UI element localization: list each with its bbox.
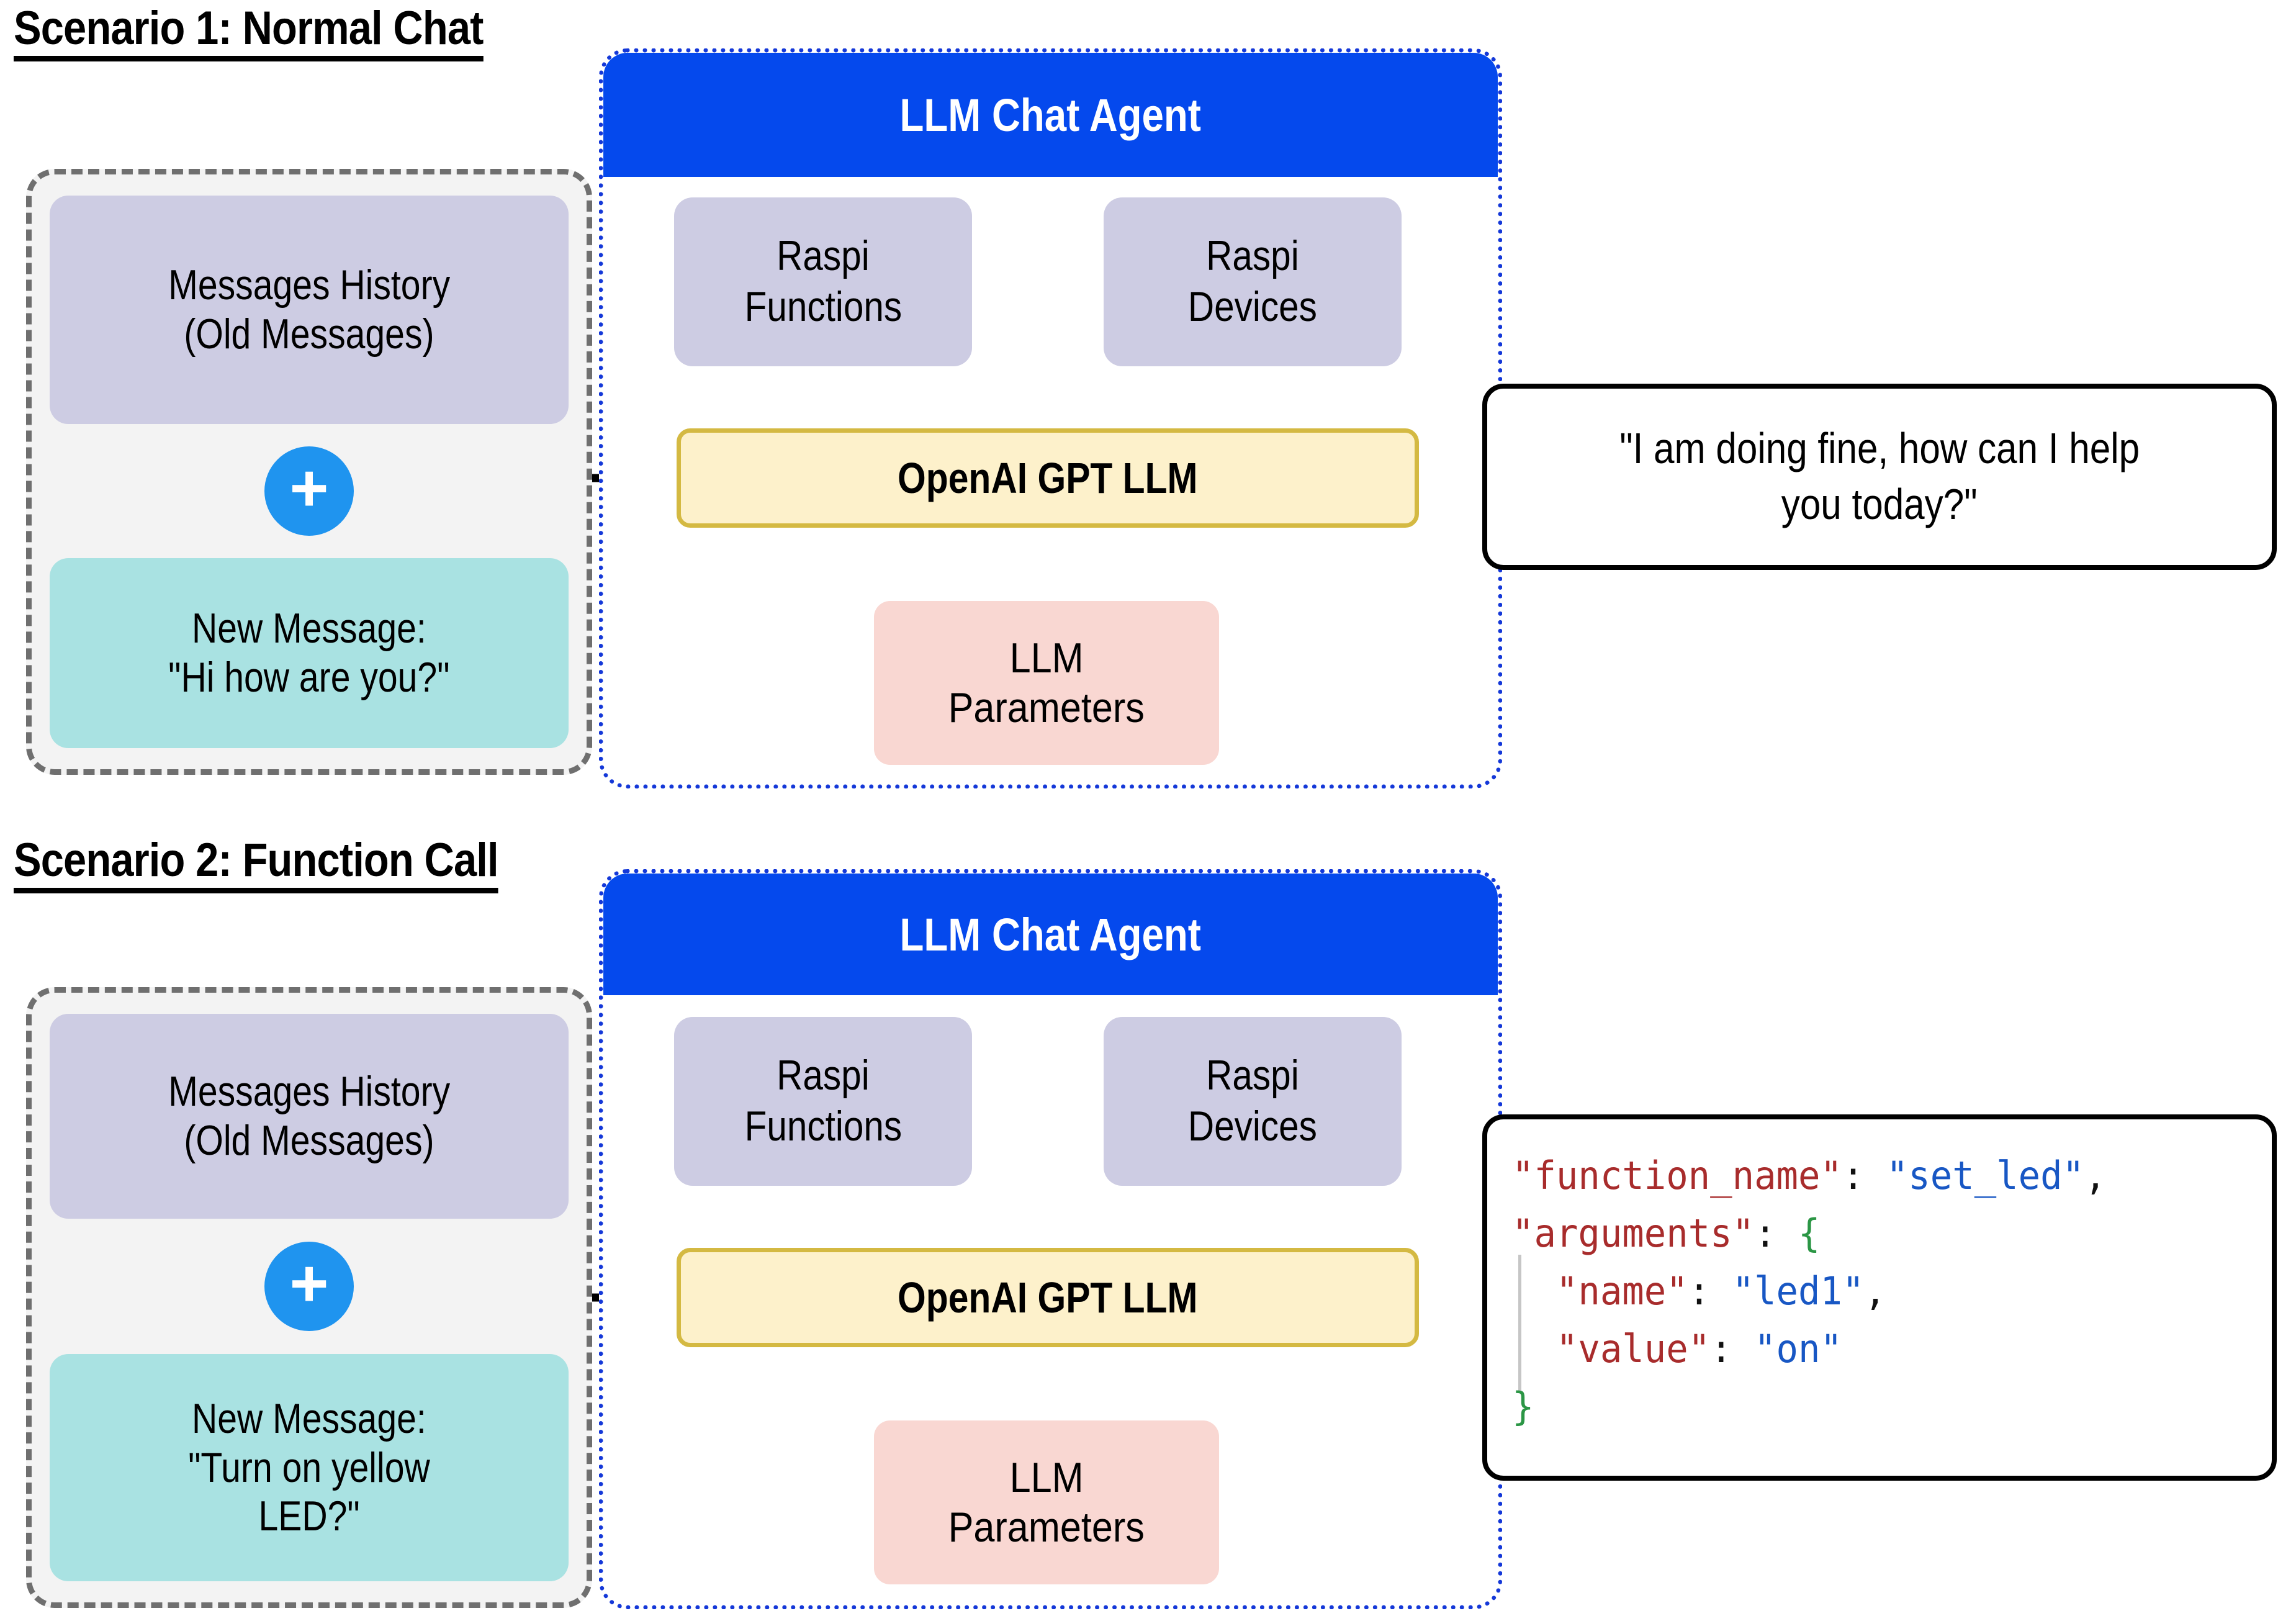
scenario-2-input-group: Messages History (Old Messages) + New Me… bbox=[26, 987, 592, 1608]
scenario-1-title: Scenario 1: Normal Chat bbox=[14, 5, 484, 61]
raspi-functions-line-2: Functions bbox=[744, 1103, 902, 1150]
openai-gpt-llm-box-1: OpenAI GPT LLM bbox=[677, 428, 1419, 528]
code-indent-guide bbox=[1518, 1255, 1521, 1393]
plus-icon: + bbox=[264, 446, 354, 536]
llm-parameters-box-1: LLM Parameters bbox=[874, 601, 1219, 765]
raspi-functions-line-1: Raspi bbox=[777, 232, 870, 280]
code-token: , bbox=[2084, 1153, 2107, 1198]
code-token: "led1" bbox=[1732, 1268, 1865, 1314]
assistant-reply-line-1: "I am doing fine, how can I help bbox=[1619, 424, 2140, 473]
raspi-devices-line-1: Raspi bbox=[1206, 1052, 1299, 1099]
plus-symbol: + bbox=[289, 450, 329, 525]
code-token: "name" bbox=[1555, 1268, 1688, 1314]
messages-history-line-1: Messages History bbox=[168, 261, 450, 309]
assistant-reply-line-2: you today?" bbox=[1781, 480, 1978, 528]
code-line: "arguments": { bbox=[1512, 1204, 2234, 1262]
code-token: "function_name" bbox=[1512, 1153, 1842, 1198]
agent-header-label-2: LLM Chat Agent bbox=[899, 908, 1202, 960]
llm-parameters-box-2: LLM Parameters bbox=[874, 1420, 1219, 1584]
plus-icon: + bbox=[264, 1242, 354, 1331]
new-message-line-3: LED?" bbox=[258, 1492, 360, 1540]
openai-gpt-llm-label-2: OpenAI GPT LLM bbox=[898, 1273, 1198, 1322]
openai-gpt-llm-label-1: OpenAI GPT LLM bbox=[898, 454, 1198, 502]
code-token: { bbox=[1798, 1211, 1821, 1256]
llm-parameters-line-1: LLM bbox=[1009, 1453, 1084, 1501]
llm-parameters-line-1: LLM bbox=[1009, 634, 1084, 682]
code-token: "value" bbox=[1555, 1326, 1711, 1371]
raspi-devices-box-2: Raspi Devices bbox=[1104, 1017, 1402, 1186]
code-token: "on" bbox=[1754, 1326, 1842, 1371]
agent-header-1: LLM Chat Agent bbox=[603, 53, 1498, 177]
agent-header-2: LLM Chat Agent bbox=[603, 874, 1498, 995]
plus-symbol: + bbox=[289, 1245, 329, 1321]
messages-history-box-1: Messages History (Old Messages) bbox=[50, 196, 569, 424]
raspi-functions-line-2: Functions bbox=[744, 283, 902, 330]
code-token: : bbox=[1842, 1153, 1886, 1198]
new-message-line-1: New Message: bbox=[192, 605, 426, 652]
assistant-reply-box-1: "I am doing fine, how can I help you tod… bbox=[1482, 384, 2277, 570]
raspi-devices-line-2: Devices bbox=[1187, 1103, 1317, 1150]
agent-header-label-1: LLM Chat Agent bbox=[899, 89, 1202, 141]
code-line: "name": "led1", bbox=[1512, 1262, 2234, 1320]
llm-parameters-line-2: Parameters bbox=[948, 684, 1145, 731]
code-lines-container: "function_name": "set_led","arguments": … bbox=[1512, 1147, 2272, 1435]
messages-history-box-2: Messages History (Old Messages) bbox=[50, 1014, 569, 1219]
code-line: } bbox=[1512, 1378, 2234, 1435]
raspi-devices-line-1: Raspi bbox=[1206, 232, 1299, 280]
code-token: : bbox=[1688, 1268, 1732, 1314]
code-line: "value": "on" bbox=[1512, 1320, 2234, 1378]
messages-history-line-2: (Old Messages) bbox=[184, 1117, 434, 1164]
openai-gpt-llm-box-2: OpenAI GPT LLM bbox=[677, 1248, 1419, 1347]
messages-history-line-1: Messages History bbox=[168, 1068, 450, 1116]
raspi-devices-line-2: Devices bbox=[1187, 283, 1317, 330]
llm-chat-agent-2: LLM Chat Agent bbox=[599, 869, 1502, 1609]
raspi-functions-box-1: Raspi Functions bbox=[674, 197, 972, 366]
new-message-line-2: "Turn on yellow bbox=[188, 1443, 430, 1491]
scenario-2-title: Scenario 2: Function Call bbox=[14, 837, 499, 893]
code-token: : bbox=[1710, 1326, 1755, 1371]
code-token: "arguments" bbox=[1512, 1211, 1755, 1256]
raspi-functions-line-1: Raspi bbox=[777, 1052, 870, 1099]
code-token: "set_led" bbox=[1886, 1153, 2085, 1198]
code-token: , bbox=[1864, 1268, 1886, 1314]
code-line: "function_name": "set_led", bbox=[1512, 1147, 2234, 1204]
code-token: } bbox=[1512, 1384, 1534, 1429]
new-message-box-1: New Message: "Hi how are you?" bbox=[50, 558, 569, 748]
new-message-line-1: New Message: bbox=[192, 1394, 426, 1442]
new-message-box-2: New Message: "Turn on yellow LED?" bbox=[50, 1354, 569, 1581]
llm-parameters-line-2: Parameters bbox=[948, 1504, 1145, 1551]
messages-history-line-2: (Old Messages) bbox=[184, 310, 434, 358]
function-call-json-box: "function_name": "set_led","arguments": … bbox=[1482, 1114, 2277, 1481]
raspi-functions-box-2: Raspi Functions bbox=[674, 1017, 972, 1186]
code-token: : bbox=[1754, 1211, 1799, 1256]
raspi-devices-box-1: Raspi Devices bbox=[1104, 197, 1402, 366]
scenario-1-input-group: Messages History (Old Messages) + New Me… bbox=[26, 169, 592, 775]
new-message-line-2: "Hi how are you?" bbox=[168, 654, 450, 701]
